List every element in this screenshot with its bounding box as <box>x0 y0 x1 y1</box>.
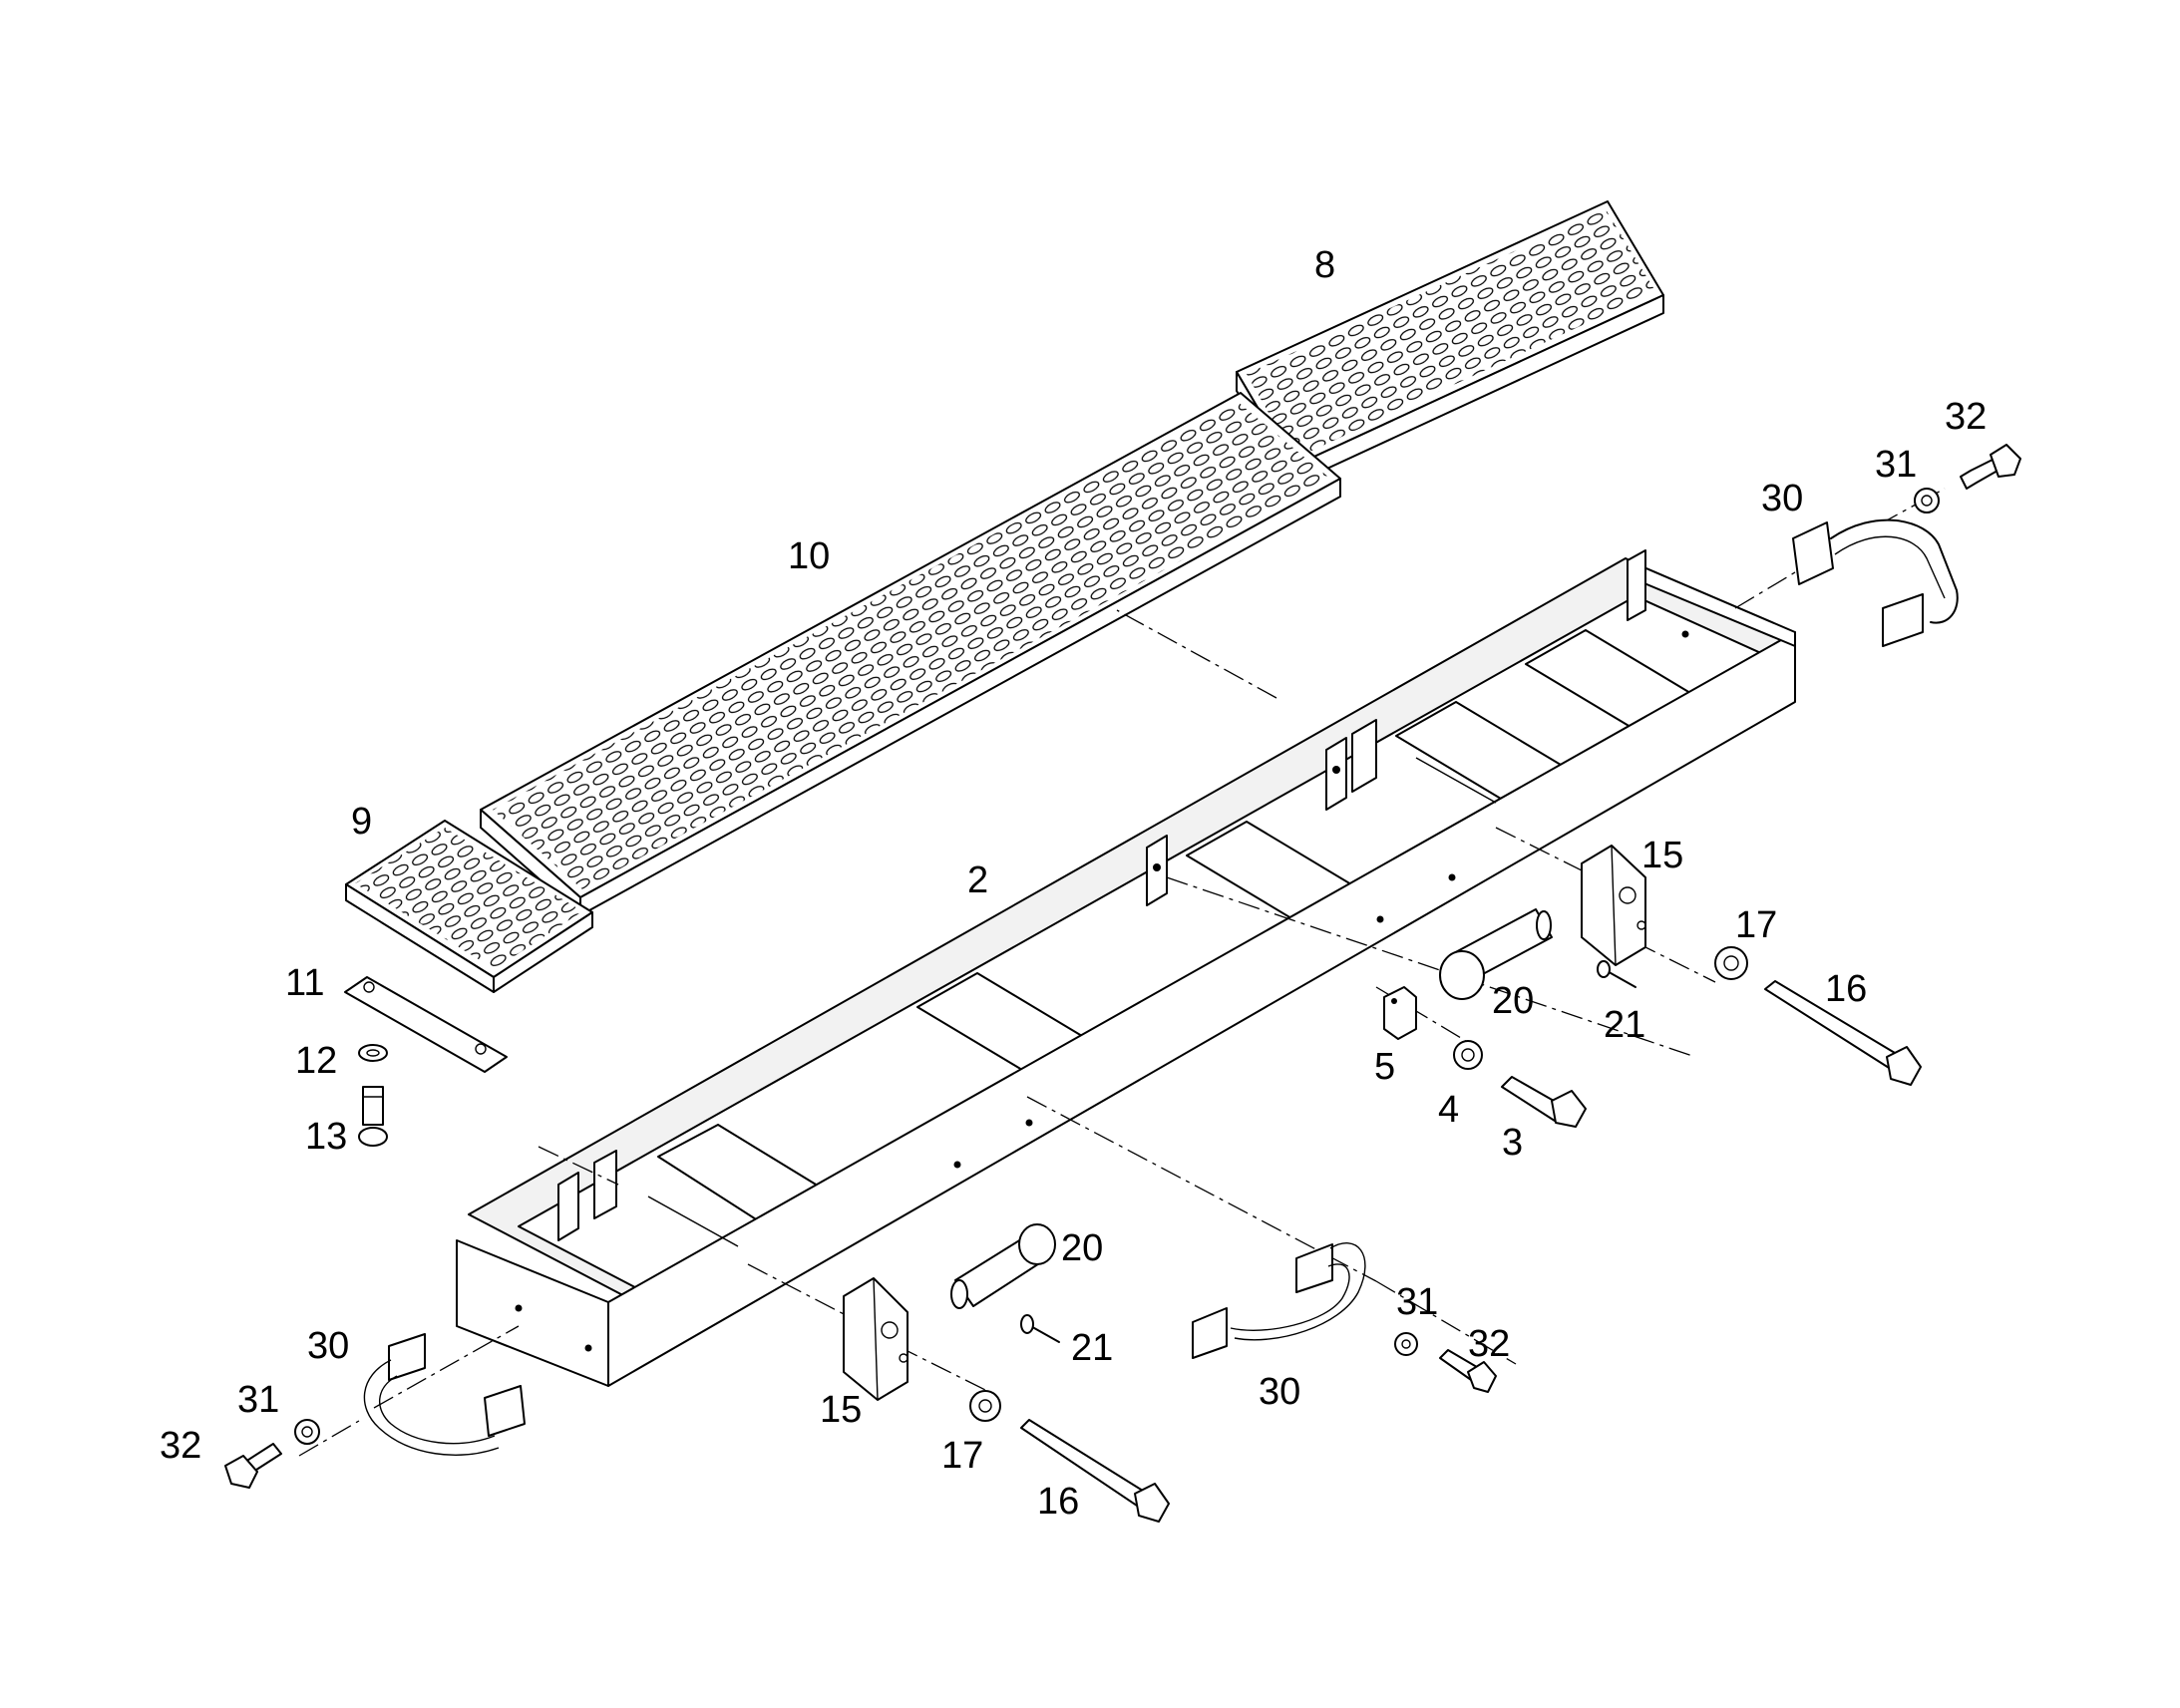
bracket-15-right <box>1581 845 1646 966</box>
callout-20-left: 20 <box>1061 1227 1103 1269</box>
handle-30-left <box>363 1333 526 1456</box>
washer-31-right <box>1914 488 1940 513</box>
washer-12 <box>358 1044 388 1062</box>
strip-plate-11 <box>344 976 508 1073</box>
callout-32-right: 32 <box>1945 396 1987 438</box>
clip-21-left <box>1020 1314 1060 1343</box>
callout-2: 2 <box>967 859 988 901</box>
bolt-32-center <box>1439 1349 1497 1393</box>
block-5 <box>1383 986 1417 1040</box>
tread-plate-10 <box>480 392 1341 916</box>
callout-4: 4 <box>1438 1089 1459 1131</box>
bolt-32-left <box>224 1443 282 1489</box>
washer-31-left <box>294 1419 320 1445</box>
handle-30-center <box>1192 1242 1366 1359</box>
callout-32-left: 32 <box>160 1425 201 1467</box>
callout-13: 13 <box>305 1116 347 1158</box>
tread-plate-9 <box>345 820 593 993</box>
callout-30-right: 30 <box>1761 478 1803 519</box>
callout-32-center: 32 <box>1468 1323 1510 1365</box>
callout-17-right: 17 <box>1735 904 1777 946</box>
washer-17-left <box>969 1390 1001 1422</box>
callout-10: 10 <box>788 535 830 577</box>
clip-21-right <box>1597 960 1636 988</box>
callout-3: 3 <box>1502 1122 1523 1164</box>
callout-12: 12 <box>295 1040 337 1082</box>
callout-labels: 2 3 4 5 8 9 10 11 12 13 15 15 16 16 17 1… <box>160 244 1987 1523</box>
callout-17-left: 17 <box>941 1435 983 1477</box>
callout-16-right: 16 <box>1825 968 1867 1010</box>
washer-17-right <box>1714 946 1748 980</box>
pin-20-right <box>1439 908 1553 1000</box>
callout-31-right: 31 <box>1875 444 1917 486</box>
step-frame-2 <box>456 549 1796 1387</box>
callout-15-right: 15 <box>1641 835 1683 876</box>
callout-5: 5 <box>1374 1046 1395 1088</box>
callout-31-left: 31 <box>237 1379 279 1421</box>
washer-4 <box>1453 1040 1483 1070</box>
callout-30-left: 30 <box>307 1325 349 1367</box>
bracket-15-left <box>843 1277 908 1401</box>
bolt-16-right <box>1764 980 1922 1086</box>
handle-30-right <box>1792 518 1959 647</box>
callout-20-right: 20 <box>1492 980 1534 1022</box>
callout-21-right: 21 <box>1604 1004 1645 1046</box>
callout-16-left: 16 <box>1037 1481 1079 1523</box>
callout-30-center: 30 <box>1259 1371 1300 1413</box>
bolt-16-left <box>1020 1419 1170 1523</box>
callout-31-center: 31 <box>1396 1281 1438 1323</box>
callout-9: 9 <box>351 801 372 843</box>
callout-8: 8 <box>1314 244 1335 286</box>
washer-31-center <box>1394 1332 1418 1356</box>
tread-plate-8 <box>1236 200 1664 486</box>
bolt-32-right <box>1960 444 2021 490</box>
callout-11: 11 <box>285 962 324 1004</box>
bolt-3 <box>1501 1076 1587 1128</box>
pin-20-left <box>950 1223 1056 1309</box>
callout-21-left: 21 <box>1071 1327 1113 1369</box>
callout-15-left: 15 <box>820 1389 862 1431</box>
bolt-13 <box>358 1086 388 1147</box>
